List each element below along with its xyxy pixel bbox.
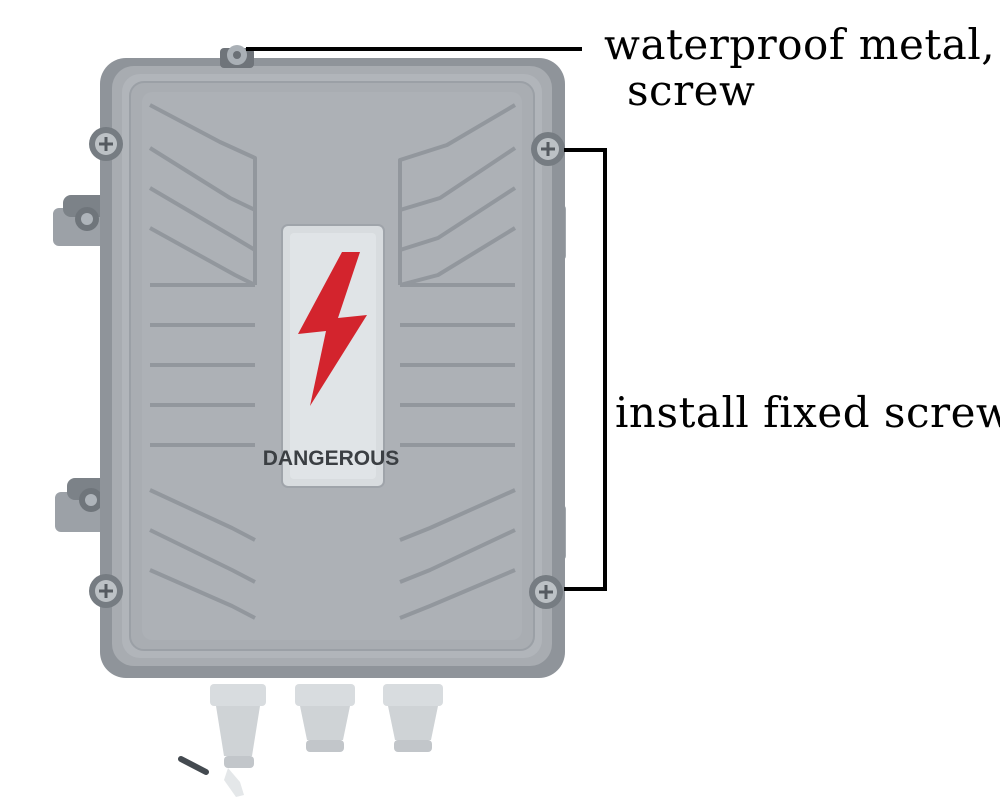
screw-bottom-left <box>89 574 123 608</box>
screw-top-left <box>89 127 123 161</box>
danger-label-text: DANGEROUS <box>263 447 400 470</box>
lightning-bolt-icon <box>298 252 367 406</box>
annotation-lines <box>246 47 607 591</box>
top-annotation-label-line2: screw <box>627 66 756 115</box>
cable-gland-right <box>383 684 443 752</box>
top-annotation-label-line1: waterproof metal, <box>604 20 996 69</box>
top-waterproof-screw <box>220 45 254 68</box>
cable-gland-left <box>178 684 266 797</box>
screw-top-right <box>531 132 565 166</box>
cable-gland-middle <box>295 684 355 752</box>
right-ribs <box>398 103 517 620</box>
right-annotation-label: install fixed screw <box>615 388 1000 437</box>
right-annotation-bracket <box>564 148 607 591</box>
screw-bottom-right <box>529 575 563 609</box>
left-ribs <box>148 103 257 620</box>
